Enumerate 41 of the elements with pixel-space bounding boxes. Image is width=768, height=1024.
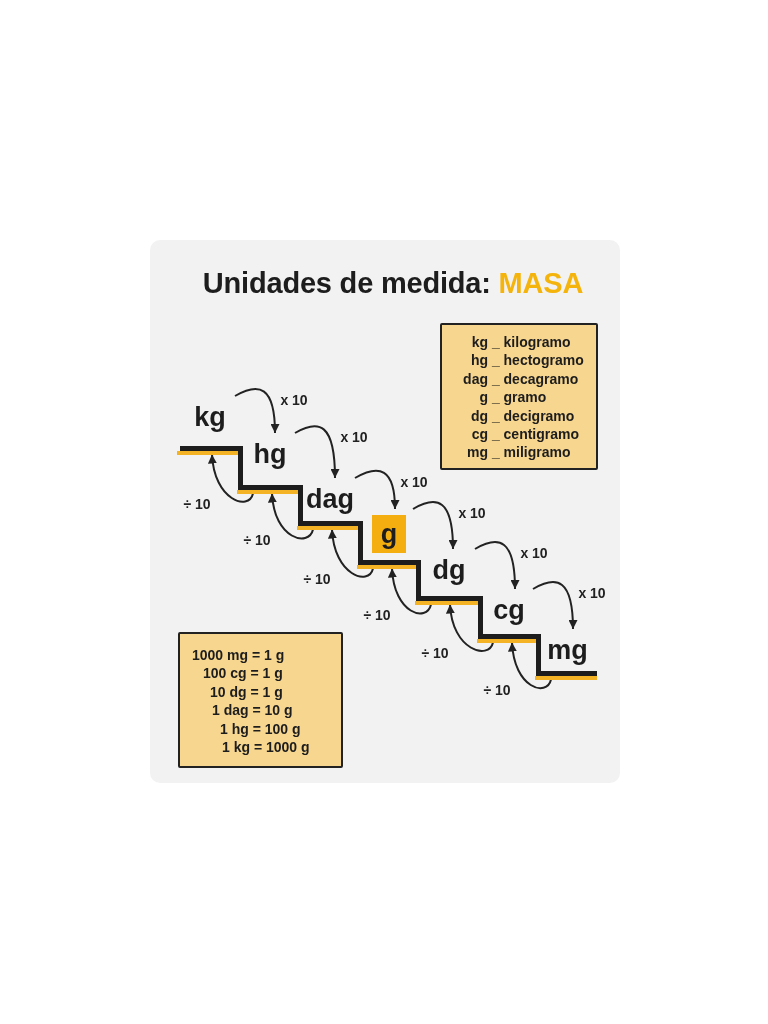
unit-label: dg <box>432 555 466 585</box>
edge-label: x 10 <box>576 585 608 601</box>
equivalence-line: 1 kg = 1000 g <box>222 738 310 757</box>
equivalence-line: 10 dg = 1 g <box>210 682 283 702</box>
unit-label: kg <box>194 402 226 432</box>
equivalences-card <box>178 632 343 768</box>
edge-label: x 10 <box>456 505 488 521</box>
equivalence-line: 1 dag = 10 g <box>212 701 293 720</box>
highlighted-unit-label: g <box>371 515 407 553</box>
arrow <box>234 387 280 434</box>
arrow <box>294 425 340 479</box>
abbreviation-entry: hg _ hectogramo <box>470 351 584 370</box>
arrow <box>354 469 400 510</box>
arrow <box>388 567 432 615</box>
edge-label: x 10 <box>398 474 430 490</box>
arrow <box>412 501 458 550</box>
arrow <box>208 453 254 503</box>
unit-label: hg <box>253 439 287 469</box>
edge-label: x 10 <box>518 545 550 561</box>
edge-label: x 10 <box>278 392 310 408</box>
abbreviation-entry: kg _ kilogramo <box>471 333 571 352</box>
arrow <box>508 641 552 690</box>
abbreviation-entry: mg _ miligramo <box>467 443 571 462</box>
unit-label: mg <box>547 635 588 665</box>
arrow <box>532 581 578 630</box>
abbreviation-entry: g _ gramo <box>479 388 547 407</box>
abbreviation-entry: dag _ decagramo <box>463 369 579 389</box>
unit-label: cg <box>493 595 525 625</box>
abbreviation-entry: dg _ decigramo <box>470 406 575 426</box>
abbreviations-card <box>440 323 598 470</box>
equivalence-line: 1 hg = 100 g <box>220 719 301 739</box>
abbreviation-entry: cg _ centigramo <box>471 425 580 444</box>
arrow <box>474 541 520 590</box>
equivalence-line: 100 cg = 1 g <box>203 664 283 683</box>
unit-label: dag <box>306 484 354 514</box>
arrow <box>268 492 314 540</box>
arrow <box>446 603 494 652</box>
edge-label: x 10 <box>338 429 370 445</box>
arrow <box>328 528 374 578</box>
title: Unidades de medida: MASA <box>202 267 584 299</box>
equivalence-line: 1000 mg = 1 g <box>192 646 285 665</box>
